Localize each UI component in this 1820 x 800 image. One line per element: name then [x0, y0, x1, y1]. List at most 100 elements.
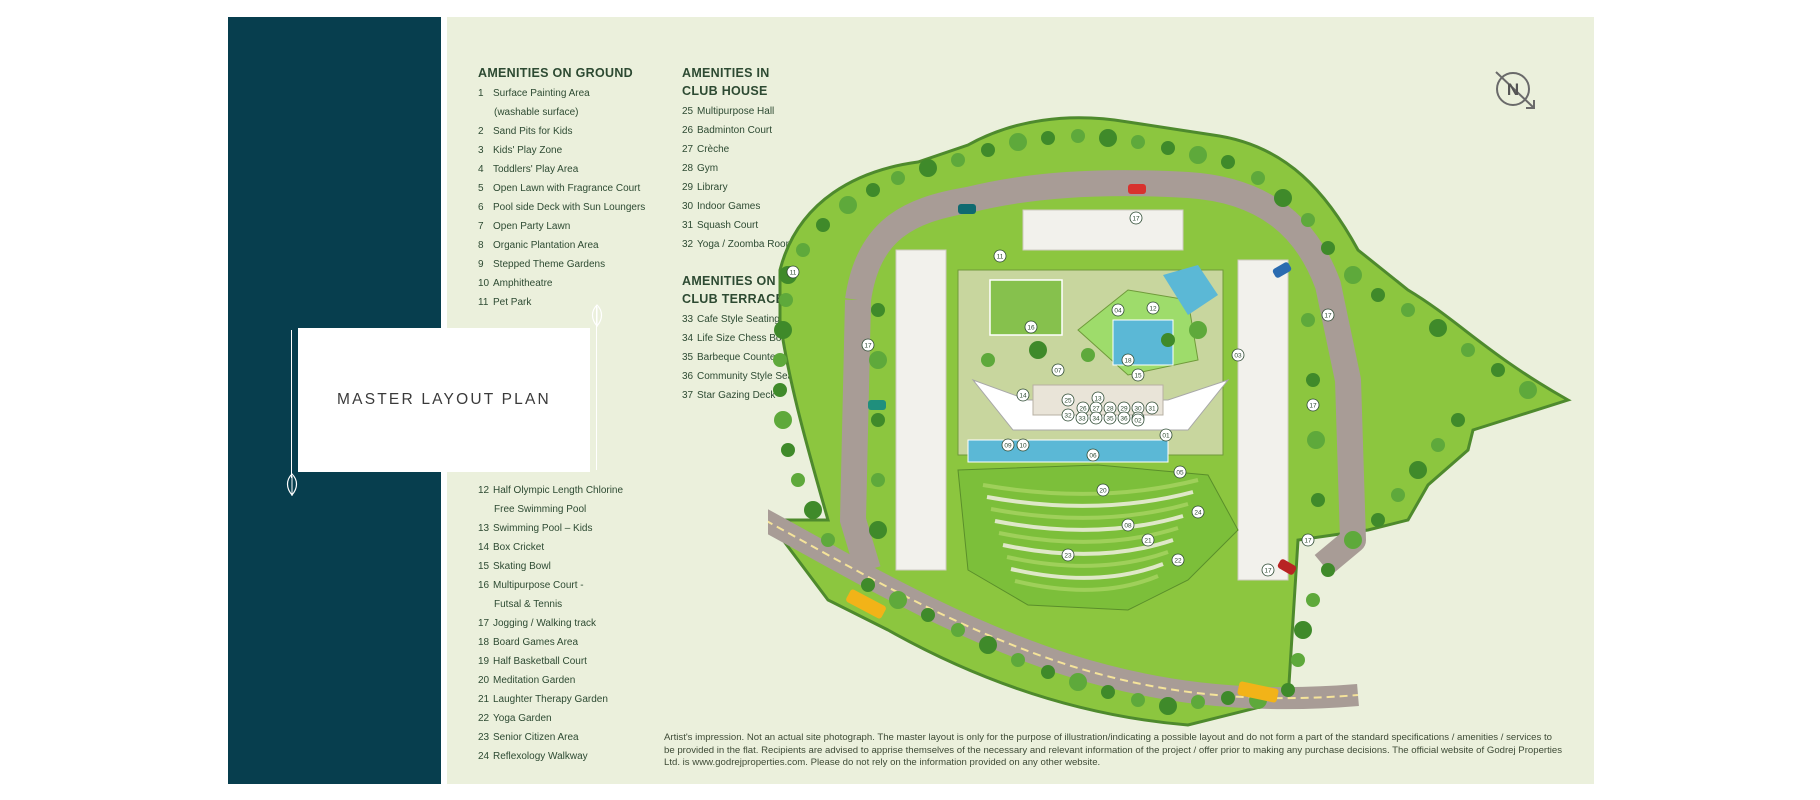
- tree: [1274, 189, 1292, 207]
- amenity-marker-label: 26: [1079, 406, 1087, 413]
- tree: [981, 353, 995, 367]
- car-green: [868, 400, 886, 410]
- tree: [1131, 135, 1145, 149]
- amenity-marker: 11: [786, 265, 800, 279]
- amenity-marker-label: 17: [1132, 216, 1140, 223]
- tree: [1101, 685, 1115, 699]
- tree: [866, 183, 880, 197]
- tree: [1321, 563, 1335, 577]
- tree: [1294, 621, 1312, 639]
- garden-step: [982, 478, 1199, 496]
- item-number: 12: [478, 485, 490, 496]
- item-label: Yoga Garden: [493, 713, 552, 724]
- tower-east: [1237, 259, 1289, 581]
- amenity-marker-label: 18: [1124, 358, 1132, 365]
- leaf-icon-top: [591, 304, 603, 327]
- tree: [1344, 266, 1362, 284]
- item-label: Multipurpose Court -: [493, 580, 584, 591]
- tree: [1431, 438, 1445, 452]
- item-number: 31: [682, 220, 694, 231]
- west-road: [839, 299, 881, 574]
- amenity-marker-label: 17: [1309, 403, 1317, 410]
- item-number: 14: [478, 542, 490, 553]
- tree: [816, 218, 830, 232]
- tree: [1161, 141, 1175, 155]
- amenity-marker: 11: [993, 249, 1007, 263]
- item-number: 5: [478, 183, 484, 194]
- tree: [1429, 319, 1447, 337]
- clubhouse-heading: AMENITIES IN CLUB HOUSE: [682, 64, 770, 100]
- tree: [1041, 665, 1055, 679]
- tree: [1491, 363, 1505, 377]
- item-label: Gym: [697, 163, 719, 174]
- tree: [1081, 348, 1095, 362]
- tree: [781, 443, 795, 457]
- item-label: Life Size Chess Board: [697, 333, 796, 344]
- item-label: Community Style Seating Area: [697, 371, 833, 382]
- item-label: Box Cricket: [493, 542, 545, 553]
- amenity-marker-label: 03: [1234, 353, 1242, 360]
- item-label: Star Gazing Deck: [697, 390, 776, 401]
- tree: [804, 501, 822, 519]
- item-number: 30: [682, 201, 694, 212]
- amenity-marker: 24: [1191, 505, 1205, 519]
- tree: [891, 171, 905, 185]
- tree: [1099, 129, 1117, 147]
- amenity-marker-label: 31: [1148, 406, 1156, 413]
- tree: [1301, 213, 1315, 227]
- tree: [773, 383, 787, 397]
- item-label: Library: [697, 182, 728, 193]
- terraces-heading-line2: CLUB TERRACES: [682, 292, 793, 306]
- garden-steps: [982, 478, 1199, 592]
- item-number: 21: [478, 694, 490, 705]
- item-number: 29: [682, 182, 694, 193]
- tree: [1041, 131, 1055, 145]
- garden-step: [994, 514, 1184, 532]
- item-label: Stepped Theme Gardens: [493, 259, 606, 270]
- amenity-marker-label: 05: [1176, 470, 1184, 477]
- item-label: Organic Plantation Area: [493, 240, 599, 251]
- amenity-marker-label: 27: [1092, 406, 1100, 413]
- item-label: Crèche: [697, 144, 730, 155]
- tree: [1307, 431, 1325, 449]
- tree: [1371, 288, 1385, 302]
- item-number: 11: [478, 297, 489, 308]
- leaf-icon: [286, 473, 298, 496]
- garden-step: [1014, 574, 1159, 592]
- item-label: Pool side Deck with Sun Loungers: [493, 202, 646, 213]
- garden-step: [998, 526, 1179, 544]
- tree: [1221, 691, 1235, 705]
- amenity-marker-label: 16: [1027, 325, 1035, 332]
- item-number: 17: [478, 618, 490, 629]
- tree: [871, 413, 885, 427]
- item-number: 4: [478, 164, 484, 175]
- amenity-marker: 20: [1096, 483, 1110, 497]
- tree: [1391, 488, 1405, 502]
- amenity-marker: 23: [1061, 548, 1075, 562]
- item-label: Cafe Style Seating Area: [697, 314, 804, 325]
- amenity-marker: 06: [1086, 448, 1100, 462]
- amenity-marker-label: 20: [1099, 488, 1107, 495]
- terraces-heading: AMENITIES ON CLUB TERRACES: [682, 272, 793, 308]
- bus-2: [1237, 681, 1279, 703]
- tree: [1301, 313, 1315, 327]
- tree: [1221, 155, 1235, 169]
- item-number: 19: [478, 656, 490, 667]
- tree: [1401, 303, 1415, 317]
- amenity-marker-label: 12: [1149, 306, 1157, 313]
